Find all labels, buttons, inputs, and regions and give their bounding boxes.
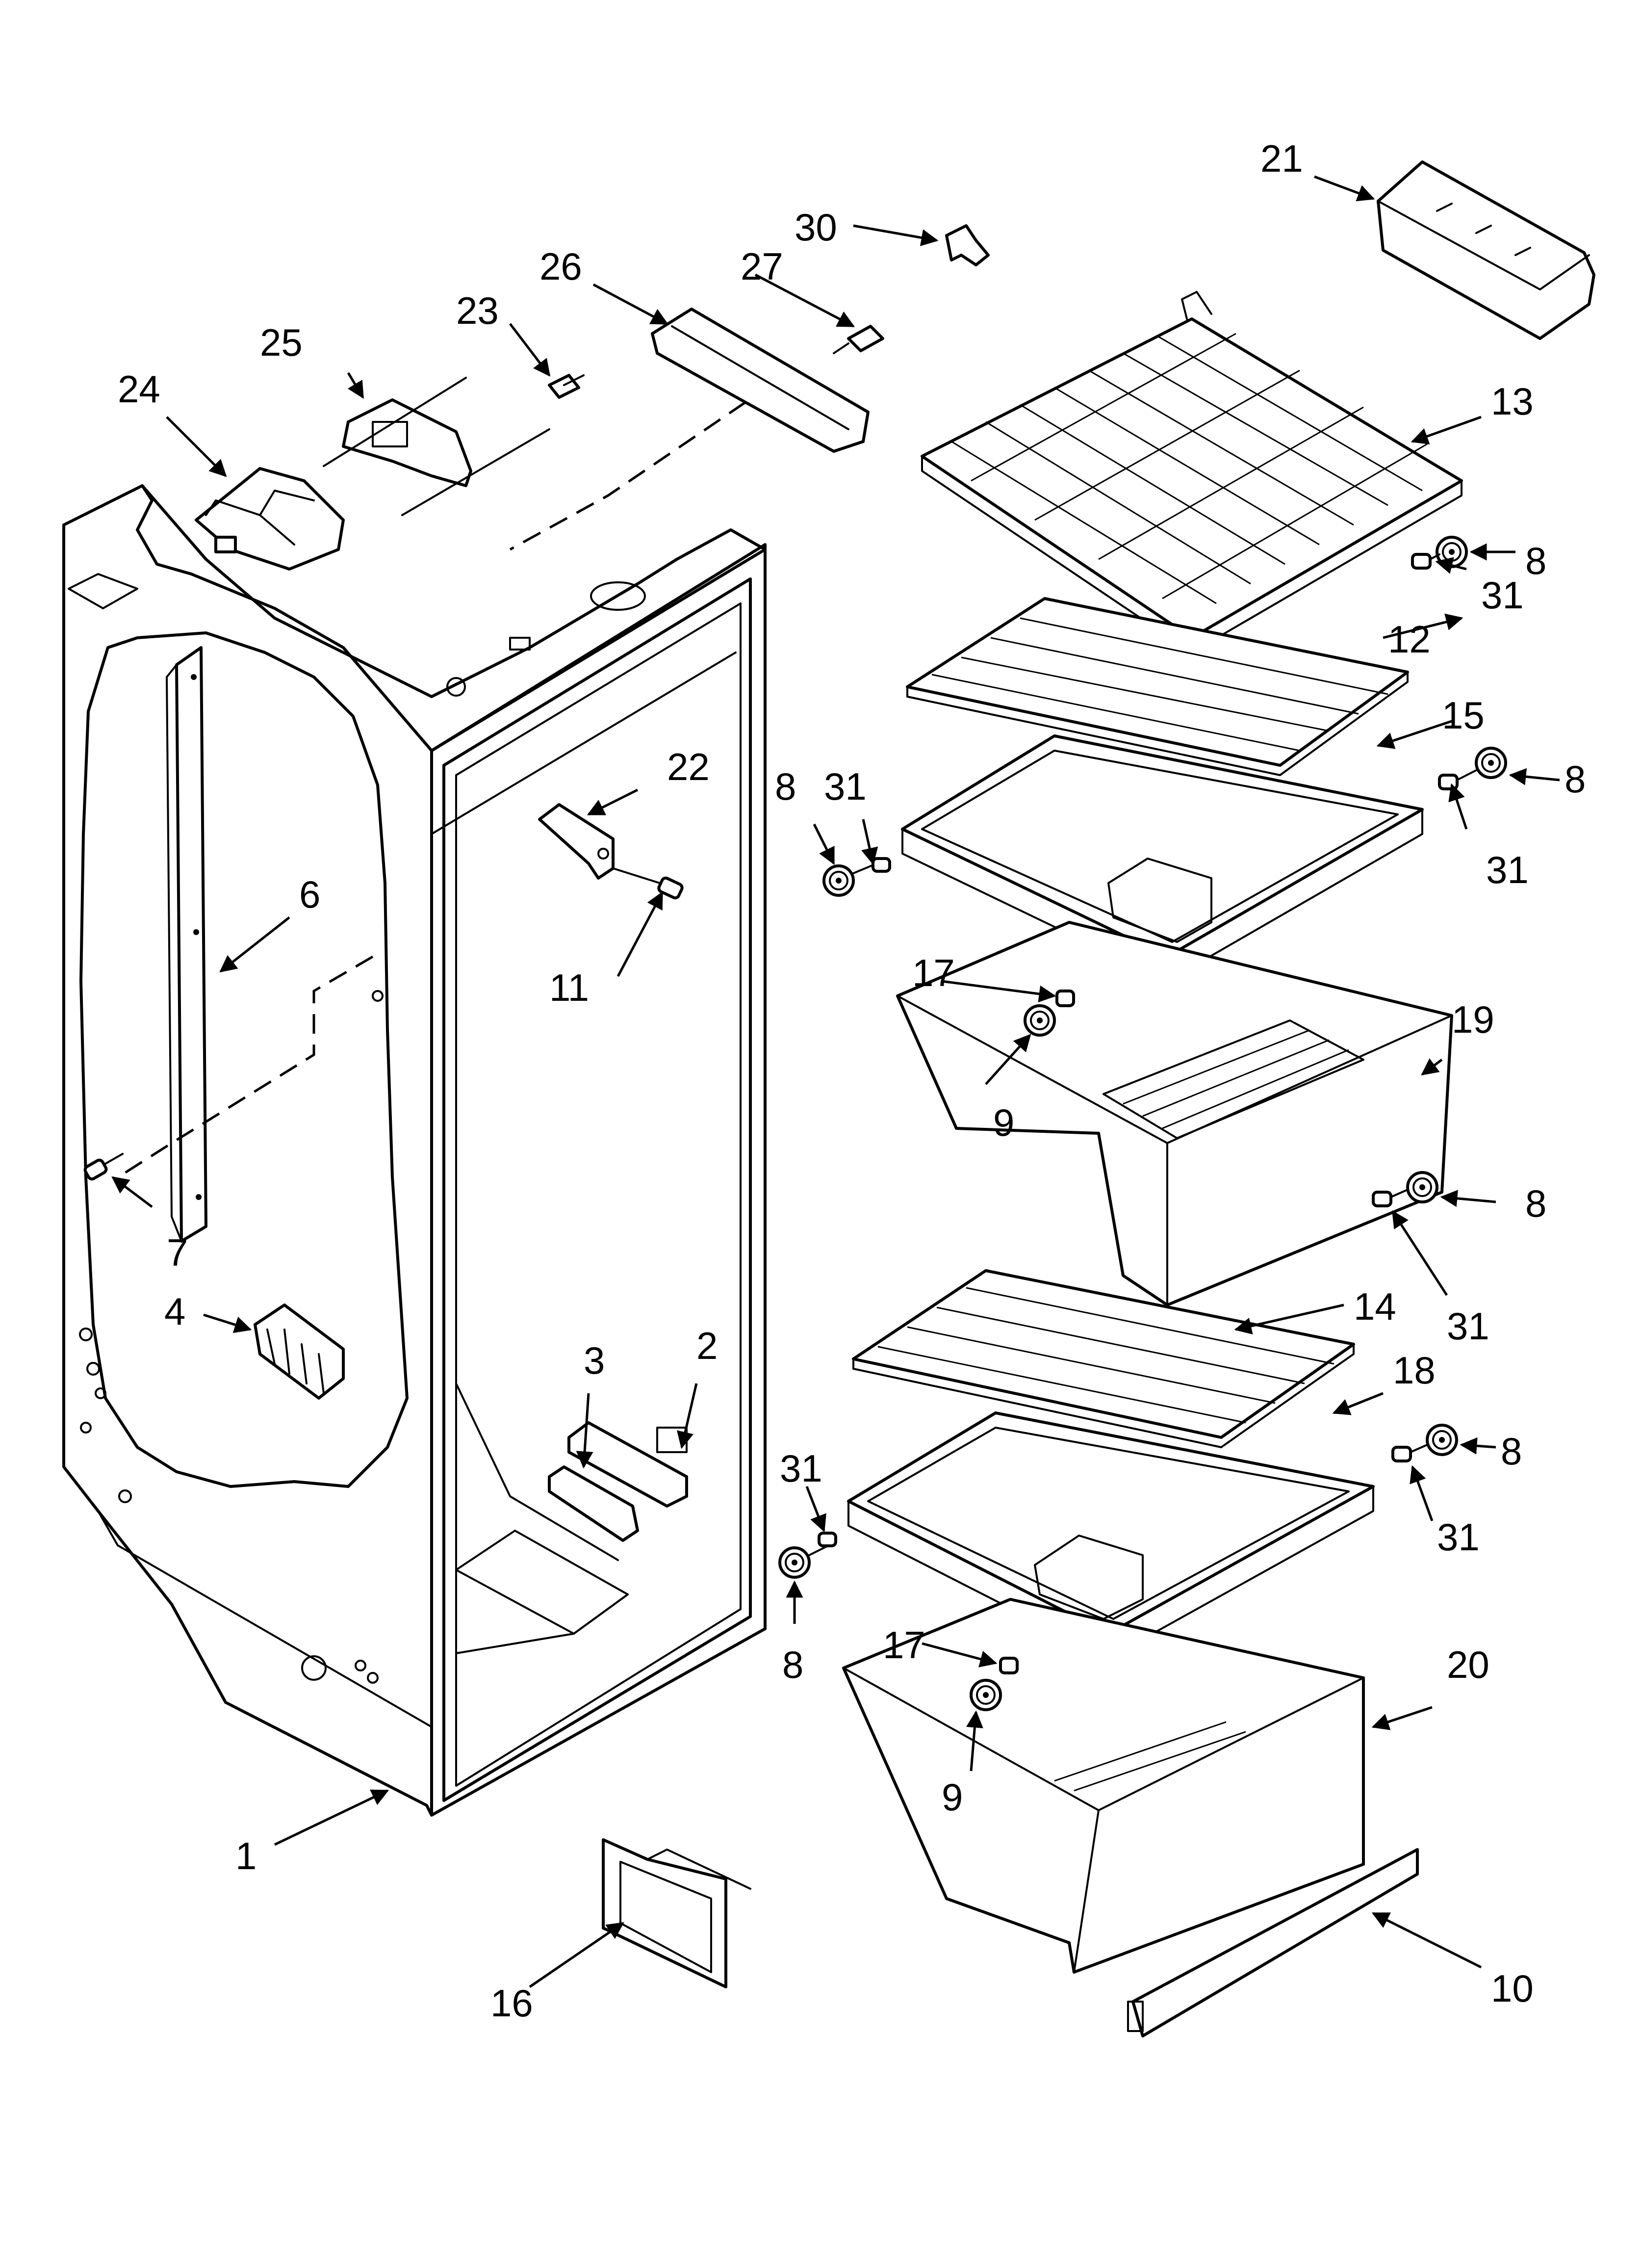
screw-part-7 [83,1153,124,1181]
callout-3: 3 [584,1339,605,1382]
cabinet-liner [62,484,767,1817]
screw-part-31-right-3 [1372,1189,1409,1207]
screw-part-23 [401,374,585,516]
callout-31-f: 31 [780,1447,822,1490]
callout-2: 2 [696,1324,718,1367]
rail-part-6 [117,646,374,1243]
callout-25: 25 [260,321,303,364]
callout-8-b: 8 [1565,757,1586,801]
callout-17-b: 17 [883,1623,925,1667]
callout-9-a: 9 [993,1101,1014,1144]
callout-26: 26 [539,245,582,288]
callout-14: 14 [1354,1285,1396,1328]
crisper-cover-frame-part-15 [901,734,1424,982]
callout-19: 19 [1452,998,1494,1041]
callout-30: 30 [795,206,837,249]
callout-8-e: 8 [1501,1430,1522,1473]
wire-shelf-part-13 [921,291,1463,653]
trim-part-16 [602,1838,751,1988]
crisper-drawer-part-19 [896,921,1453,1306]
callout-6: 6 [299,873,320,916]
callout-11: 11 [549,966,589,1009]
callout-7: 7 [167,1231,188,1274]
bracket-part-3 [548,1465,639,1542]
callout-10: 10 [1491,1967,1534,2010]
callout-17-a: 17 [912,951,955,994]
glide-part-8-left-1 [824,866,853,895]
glide-part-8-right-4 [1427,1425,1457,1455]
callout-labels: 1 2 3 4 6 7 8 31 8 31 8 31 12 13 15 17 9… [118,137,1586,2025]
pin-part-17-upper [1055,990,1075,1007]
callout-15: 15 [1442,694,1485,737]
callout-13: 13 [1491,380,1534,423]
glass-shelf-part-14 [852,1269,1355,1448]
callout-31-a: 31 [1481,574,1524,617]
callout-20: 20 [1447,1643,1489,1686]
glide-part-8-left-2 [780,1548,809,1577]
callout-9-b: 9 [942,1775,963,1819]
cam-part-9-lower [971,1680,1001,1710]
trim-part-10 [1127,1848,1419,2037]
callout-23: 23 [456,289,499,332]
screw-part-11 [612,867,684,900]
callout-24: 24 [118,367,160,411]
callout-8-d: 8 [1525,1182,1546,1225]
callout-27: 27 [741,245,783,288]
door-bin-part-21 [1377,160,1595,340]
screw-part-27 [833,325,884,354]
clip-part-30 [945,224,990,266]
screw-part-31-upper-right [1411,553,1440,570]
screw-part-31-right-2 [1438,769,1477,790]
screw-part-31-left-2 [808,1532,837,1556]
callout-31-b: 31 [1486,848,1529,891]
glass-shelf-part-12 [906,597,1409,776]
callout-31-d: 31 [1447,1304,1489,1348]
glide-part-8-right-3 [1408,1173,1437,1202]
callout-8-f: 8 [782,1643,803,1686]
glide-part-8-right-2 [1476,748,1506,778]
cam-part-9-upper [1025,1006,1054,1035]
vent-part-4 [254,1303,345,1400]
screw-part-31-right-4 [1391,1444,1428,1462]
pin-part-17-lower [999,1657,1019,1674]
callout-12: 12 [1388,618,1431,661]
leader-lines [111,175,1560,1988]
control-housing-part-24 [195,467,345,571]
callout-16: 16 [490,1981,533,2025]
rail-part-26 [509,308,870,551]
callout-31-c: 31 [824,765,867,808]
callout-22: 22 [667,745,710,788]
callout-31-e: 31 [1437,1515,1480,1559]
callout-18: 18 [1393,1349,1436,1392]
bracket-part-22 [538,803,615,880]
bracket-part-25 [323,377,472,487]
callout-8-a: 8 [1525,539,1546,582]
callout-8-c: 8 [775,765,796,808]
callout-1: 1 [235,1834,257,1877]
callout-21: 21 [1260,137,1303,180]
callout-4: 4 [164,1290,185,1333]
